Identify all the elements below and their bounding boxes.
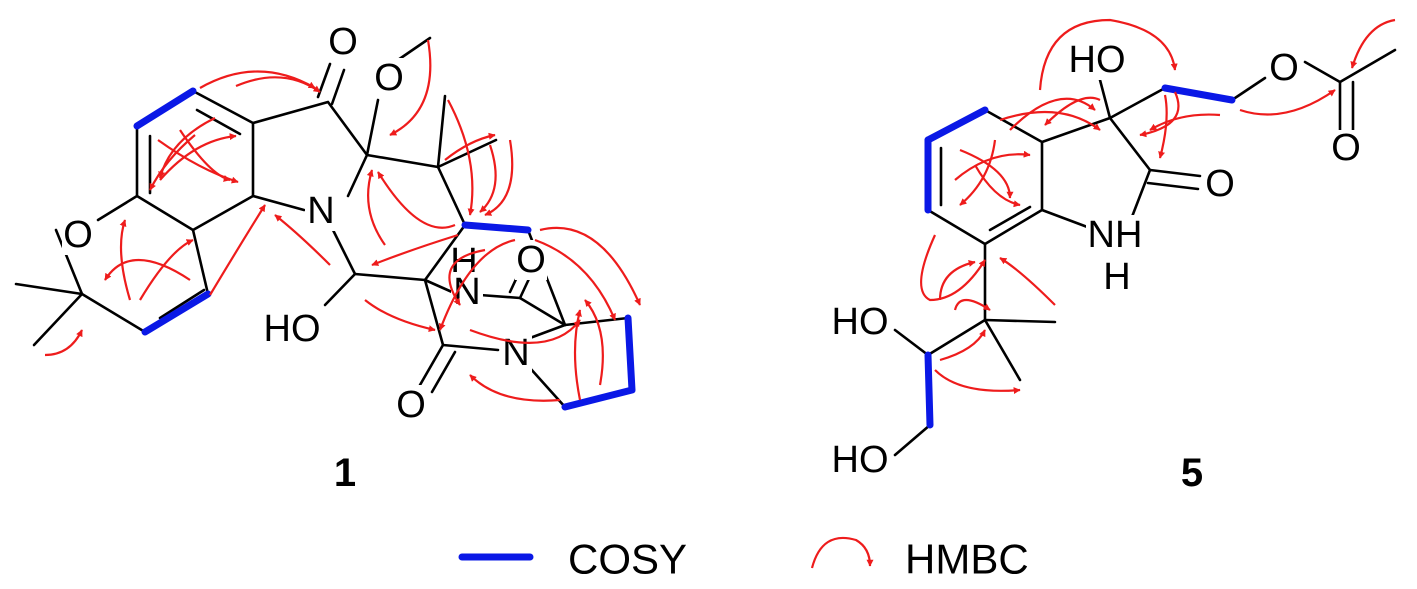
c5-ester-oxygen: O <box>1269 47 1299 89</box>
c5-hydroxyl-bottom: HO <box>832 439 889 481</box>
compound-1-structure: O O O N HO H N O O N <box>14 21 642 495</box>
c5-lactam-oxygen: O <box>1205 163 1235 205</box>
compound-1-atom-labels: O O O N HO H N O O N <box>62 21 547 426</box>
c1-ketone-oxygen: O <box>328 21 358 63</box>
hmbc-legend-label: HMBC <box>905 536 1029 583</box>
c1-pyran-oxygen: O <box>63 214 93 256</box>
compound-5-bonds <box>893 48 1397 457</box>
hmbc-legend-swatch <box>810 536 874 569</box>
compound-5-atom-labels: HO O O O NH H HO HO <box>830 39 1362 481</box>
compound-5-hmbc-arrows <box>920 18 1396 395</box>
cosy-legend-label: COSY <box>568 536 687 583</box>
c5-hydroxyl-top: HO <box>1069 39 1126 81</box>
c1-hydroxyl: HO <box>264 308 321 350</box>
c1-methoxy-oxygen: O <box>374 57 404 99</box>
compound-5-cosy-bonds <box>924 84 1236 429</box>
compound-5-structure: HO O O O NH H HO HO <box>830 18 1397 495</box>
c1-pyrrolidine-nitrogen: N <box>502 332 529 374</box>
c5-hydroxyl-mid: HO <box>832 301 889 343</box>
c1-amide-oxygen-top: O <box>516 239 546 281</box>
c5-lactam-hydrogen: H <box>1103 256 1130 298</box>
c5-lactam-nh: NH <box>1088 214 1143 256</box>
compound-1-hmbc-arrows <box>44 39 642 402</box>
compound-5-label: 5 <box>1181 451 1203 495</box>
c5-carbonyl-oxygen: O <box>1331 127 1361 169</box>
legend: COSY HMBC <box>458 536 1029 583</box>
compound-1-cosy-bonds <box>133 87 636 411</box>
c1-amide-oxygen-bottom: O <box>396 384 426 426</box>
c1-indole-nitrogen: N <box>307 190 334 232</box>
compound-1-label: 1 <box>334 451 356 495</box>
